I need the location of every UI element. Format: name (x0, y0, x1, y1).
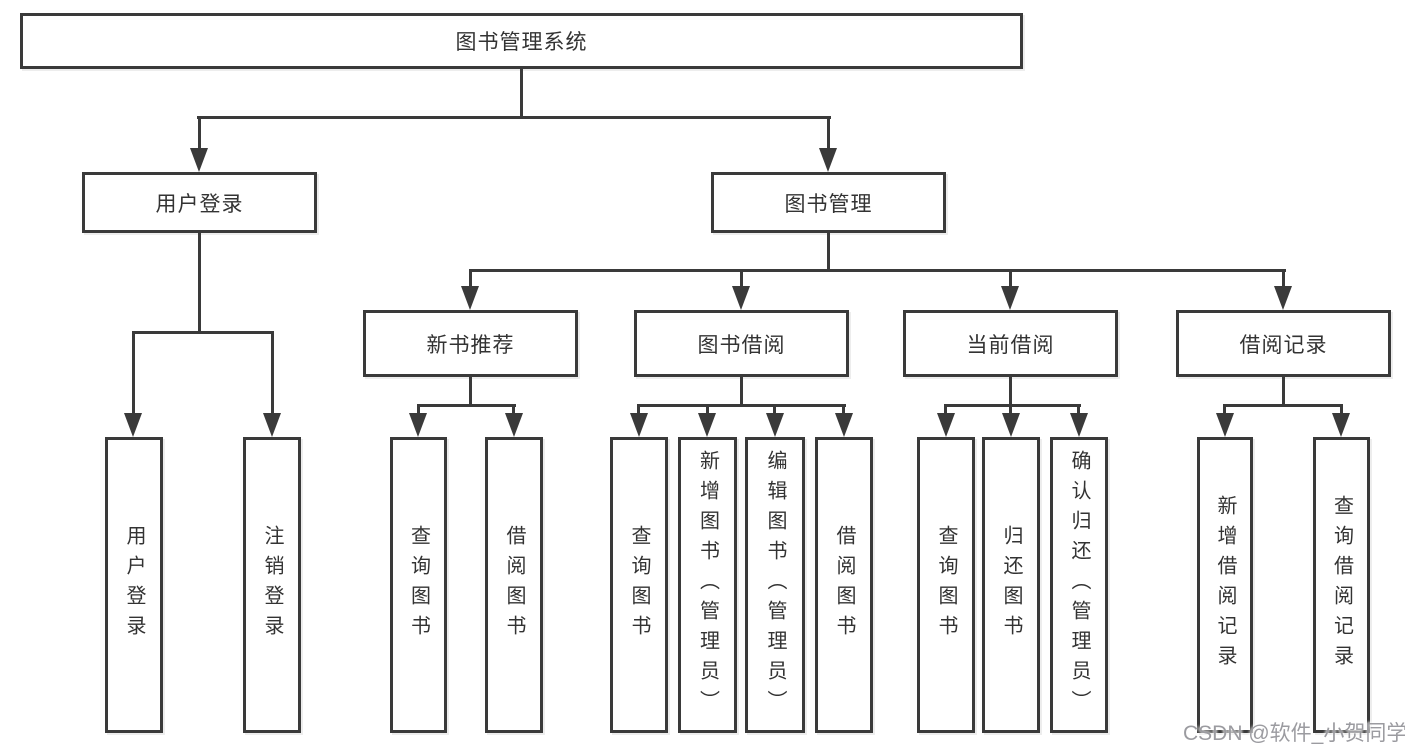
arrow-down-icon-add-record (1216, 413, 1234, 437)
connector-current-stem (1009, 377, 1012, 406)
connector-user-branch (132, 331, 274, 334)
arrow-down-icon-query-record (1332, 413, 1350, 437)
arrow-down-icon-current (1001, 286, 1019, 310)
connector-borrow-branch (638, 404, 846, 407)
leaf-confirm-return-admin-label: 确认归还（管理员） (1068, 450, 1090, 720)
leaf-return-books: 归还图书 (982, 437, 1040, 733)
leaf-edit-books-admin-label: 编辑图书（管理员） (764, 450, 786, 720)
leaf-confirm-return-admin: 确认归还（管理员） (1050, 437, 1108, 733)
arrow-down-icon-leaf-login (124, 413, 142, 437)
arrow-down-icon-query-borrow (630, 413, 648, 437)
arrow-down-icon-recommend (461, 286, 479, 310)
node-book-management: 图书管理 (711, 172, 946, 233)
connector-user-stem (198, 233, 201, 333)
leaf-borrow-books: 借阅图书 (815, 437, 873, 733)
leaf-query-books-recommend: 查询图书 (390, 437, 447, 733)
leaf-query-books-recommend-label: 查询图书 (407, 525, 430, 645)
csdn-watermark: CSDN @软件_小贺同学 (1183, 722, 1405, 745)
arrow-down-icon-borrow-recommend (505, 413, 523, 437)
leaf-borrow-books-recommend: 借阅图书 (485, 437, 543, 733)
leaf-add-books-admin: 新增图书（管理员） (678, 437, 737, 733)
connector-drop-edit-book (773, 404, 776, 415)
connector-drop-borrow (740, 269, 743, 289)
arrow-down-icon-book-management (819, 148, 837, 172)
connector-drop-add-record (1223, 404, 1226, 415)
node-book-management-label: 图书管理 (784, 192, 873, 216)
node-borrow-records: 借阅记录 (1176, 310, 1391, 377)
node-book-borrow-label: 图书借阅 (697, 333, 786, 357)
node-current-borrow: 当前借阅 (903, 310, 1118, 377)
node-user-login-label: 用户登录 (155, 192, 244, 216)
connector-drop-current (1009, 269, 1012, 289)
node-new-book-recommend: 新书推荐 (363, 310, 578, 377)
node-system-root-label: 图书管理系统 (455, 31, 588, 54)
connector-drop-records (1282, 269, 1285, 289)
arrow-down-icon-leaf-logout (263, 413, 281, 437)
leaf-query-borrow-record-label: 查询借阅记录 (1330, 495, 1353, 675)
leaf-add-borrow-record: 新增借阅记录 (1197, 437, 1253, 733)
arrow-down-icon-records (1274, 286, 1292, 310)
connector-drop-leaf-logout (271, 331, 274, 415)
node-borrow-records-label: 借阅记录 (1239, 333, 1328, 357)
connector-drop-query-borrow (637, 404, 640, 415)
connector-drop-book-management (827, 116, 830, 152)
connector-drop-confirm-return (1077, 404, 1080, 415)
connector-records-stem (1282, 377, 1285, 406)
arrow-down-icon-edit-book (766, 413, 784, 437)
connector-drop-leaf-login (132, 331, 135, 415)
arrow-down-icon-query-recommend (409, 413, 427, 437)
node-new-book-recommend-label: 新书推荐 (426, 333, 515, 357)
leaf-return-books-label: 归还图书 (1000, 525, 1022, 645)
leaf-query-books-current: 查询图书 (917, 437, 975, 733)
connector-borrow-stem (740, 377, 743, 406)
connector-drop-query-record (1340, 404, 1343, 415)
leaf-edit-books-admin: 编辑图书（管理员） (745, 437, 805, 733)
connector-drop-return-book (1009, 404, 1012, 415)
leaf-add-books-admin-label: 新增图书（管理员） (696, 450, 719, 720)
node-system-root: 图书管理系统 (20, 13, 1023, 69)
connector-mgmt-branch (469, 269, 1286, 272)
leaf-user-login-label: 用户登录 (123, 525, 145, 645)
arrow-down-icon-query-current (937, 413, 955, 437)
connector-recommend-stem (469, 377, 472, 406)
connector-records-branch (1224, 404, 1343, 407)
arrow-down-icon-user-login (190, 148, 208, 172)
connector-recommend-branch (417, 404, 516, 407)
leaf-add-borrow-record-label: 新增借阅记录 (1214, 495, 1236, 675)
node-user-login: 用户登录 (82, 172, 317, 233)
leaf-logout: 注销登录 (243, 437, 301, 733)
leaf-user-login: 用户登录 (105, 437, 163, 733)
node-book-borrow: 图书借阅 (634, 310, 849, 377)
leaf-logout-label: 注销登录 (261, 525, 283, 645)
connector-current-branch (945, 404, 1081, 407)
arrow-down-icon-borrow-book (835, 413, 853, 437)
arrow-down-icon-confirm-return (1070, 413, 1088, 437)
connector-drop-borrow-recommend (512, 404, 515, 415)
arrow-down-icon-return-book (1002, 413, 1020, 437)
leaf-query-books-current-label: 查询图书 (935, 525, 957, 645)
connector-drop-borrow-book (842, 404, 845, 415)
connector-mgmt-stem (827, 233, 830, 271)
leaf-borrow-books-recommend-label: 借阅图书 (503, 525, 525, 645)
connector-root-branch (197, 116, 831, 119)
leaf-query-books-borrow-label: 查询图书 (628, 525, 650, 645)
leaf-borrow-books-label: 借阅图书 (833, 525, 855, 645)
arrow-down-icon-borrow (732, 286, 750, 310)
connector-drop-query-recommend (417, 404, 420, 415)
arrow-down-icon-add-book (698, 413, 716, 437)
connector-drop-query-current (944, 404, 947, 415)
leaf-query-books-borrow: 查询图书 (610, 437, 668, 733)
leaf-query-borrow-record: 查询借阅记录 (1313, 437, 1370, 733)
node-current-borrow-label: 当前借阅 (966, 333, 1055, 357)
connector-root-stem (520, 69, 523, 118)
connector-drop-recommend (469, 269, 472, 289)
connector-drop-user-login (198, 116, 201, 152)
connector-drop-add-book (706, 404, 709, 415)
